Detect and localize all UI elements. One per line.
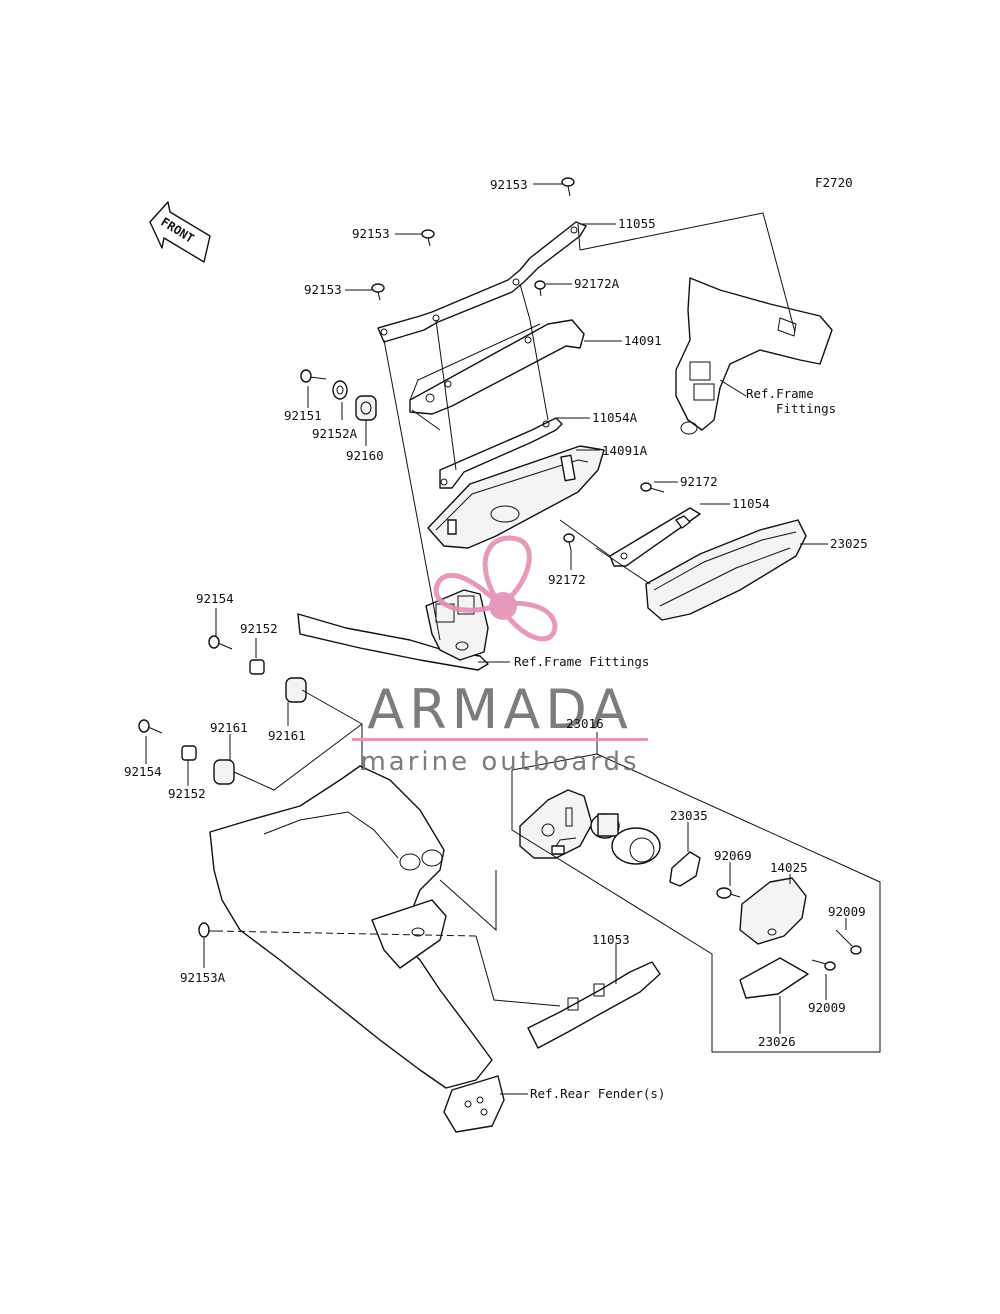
screw-92172-right bbox=[640, 482, 665, 493]
screw-92172a bbox=[534, 280, 546, 297]
watermark-tagline: marine outboards bbox=[360, 747, 639, 777]
label-92009-right: 92009 bbox=[828, 904, 866, 919]
front-arrow-icon: FRONT bbox=[149, 201, 211, 263]
label-23016: 23016 bbox=[566, 716, 604, 731]
label-92172a: 92172A bbox=[574, 276, 620, 291]
label-92160: 92160 bbox=[346, 448, 384, 463]
collar-92152-lower bbox=[181, 745, 197, 761]
label-92069: 92069 bbox=[714, 848, 752, 863]
label-ref-frame-fittings-1-line1: Ref.Frame bbox=[746, 386, 814, 401]
label-92161-right: 92161 bbox=[268, 728, 306, 743]
rear-fender bbox=[209, 765, 505, 1133]
leader-lines bbox=[145, 183, 881, 1095]
screw-92172-lower bbox=[563, 533, 575, 551]
label-92153-mid: 92153 bbox=[352, 226, 390, 241]
label-92153-top: 92153 bbox=[490, 177, 528, 192]
label-11054a: 11054A bbox=[592, 410, 638, 425]
label-23026: 23026 bbox=[758, 1034, 796, 1049]
label-92152a: 92152A bbox=[312, 426, 358, 441]
label-14025: 14025 bbox=[770, 860, 808, 875]
label-92172-lower: 92172 bbox=[548, 572, 586, 587]
bracket-11054a bbox=[439, 417, 563, 489]
label-92152-lower: 92152 bbox=[168, 786, 206, 801]
lens-14025 bbox=[739, 877, 807, 945]
grommet-92160 bbox=[355, 395, 377, 421]
tail-lamp-23025 bbox=[645, 519, 807, 621]
screw-92153-top bbox=[561, 177, 575, 197]
grommet-92161-left bbox=[213, 759, 235, 785]
screw-92009-right bbox=[835, 929, 862, 955]
label-92161-left: 92161 bbox=[210, 720, 248, 735]
bolt-92151 bbox=[300, 369, 327, 383]
label-92172-right: 92172 bbox=[680, 474, 718, 489]
label-92152-upper: 92152 bbox=[240, 621, 278, 636]
grommet-92161-right bbox=[285, 677, 307, 703]
bulb-92069 bbox=[716, 887, 741, 899]
bulb-socket bbox=[590, 813, 620, 839]
label-92151: 92151 bbox=[284, 408, 322, 423]
socket-ring bbox=[611, 827, 661, 865]
reflector-23026 bbox=[739, 957, 809, 999]
label-92154-lower: 92154 bbox=[124, 764, 162, 779]
diagram-code: F2720 bbox=[815, 175, 853, 190]
frame-fitting-left bbox=[297, 589, 489, 671]
label-92009-lower: 92009 bbox=[808, 1000, 846, 1015]
frame-fitting-right bbox=[675, 277, 833, 435]
screw-92153a bbox=[198, 922, 216, 938]
label-92153-left: 92153 bbox=[304, 282, 342, 297]
label-11055: 11055 bbox=[618, 216, 656, 231]
armada-watermark: ARMADA marine outboards bbox=[352, 535, 648, 777]
propeller-logo-icon bbox=[433, 535, 558, 642]
label-ref-rear-fenders: Ref.Rear Fender(s) bbox=[530, 1086, 665, 1101]
watermark-brand: ARMADA bbox=[367, 678, 633, 741]
bolt-92154-upper bbox=[208, 635, 233, 650]
label-23035: 23035 bbox=[670, 808, 708, 823]
screw-92009-lower bbox=[811, 959, 836, 971]
clip-23035 bbox=[669, 851, 701, 887]
label-ref-frame-fittings-2: Ref.Frame Fittings bbox=[514, 654, 649, 669]
label-14091a: 14091A bbox=[602, 443, 648, 458]
lamp-base-23016 bbox=[519, 789, 593, 859]
bracket-11053 bbox=[527, 961, 661, 1049]
part-labels: 92153 11055 92153 92153 92172A 14091 921… bbox=[124, 177, 868, 1101]
cover-14091 bbox=[409, 319, 585, 415]
bracket-11055 bbox=[377, 221, 587, 343]
bolt-92154-lower bbox=[138, 719, 163, 734]
label-11054: 11054 bbox=[732, 496, 770, 511]
label-92153a: 92153A bbox=[180, 970, 226, 985]
screw-92153-mid bbox=[421, 229, 435, 247]
plate-11054 bbox=[609, 507, 701, 567]
collar-92152-upper bbox=[249, 659, 265, 675]
label-ref-frame-fittings-1-line2: Fittings bbox=[776, 401, 836, 416]
label-23025: 23025 bbox=[830, 536, 868, 551]
label-11053: 11053 bbox=[592, 932, 630, 947]
screw-92153-left bbox=[371, 283, 385, 301]
collar-92152a bbox=[332, 380, 348, 400]
housing-14091a bbox=[427, 445, 605, 549]
label-92154-upper: 92154 bbox=[196, 591, 234, 606]
label-14091: 14091 bbox=[624, 333, 662, 348]
